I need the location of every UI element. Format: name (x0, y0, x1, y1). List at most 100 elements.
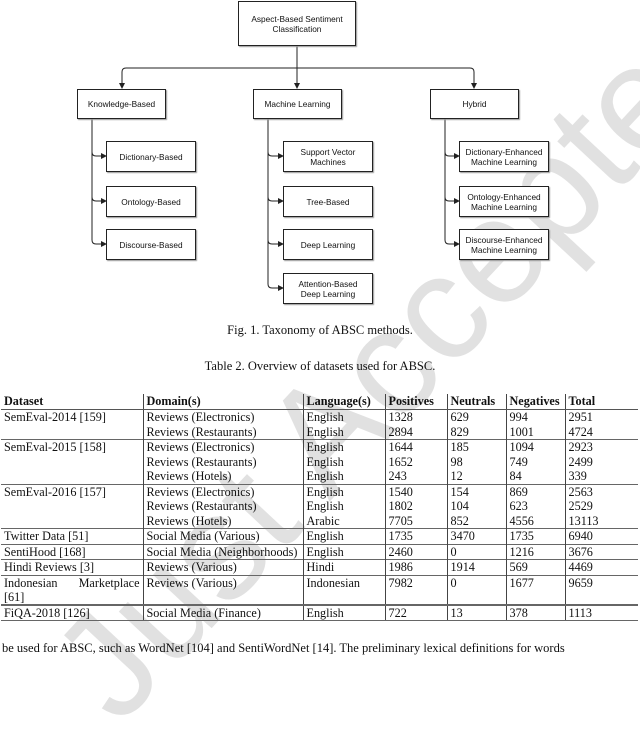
node-root: Aspect-Based Sentiment Classification (238, 1, 356, 46)
table-cell (1, 514, 143, 529)
table-cell: Reviews (Restaurants) (142, 424, 303, 440)
table-cell: 1216 (505, 543, 565, 560)
table-cell: Reviews (Electronics) (142, 439, 303, 455)
node-dictionary-based: Dictionary-Based (106, 141, 196, 172)
table-cell: 4724 (564, 424, 638, 440)
table-cell: SemEval-2015 [158] (1, 439, 143, 455)
table-cell: 1735 (505, 528, 565, 544)
table-cell: 569 (505, 559, 565, 575)
table-cell: 2951 (564, 409, 638, 425)
table-cell: FiQA-2018 [126] (1, 603, 143, 621)
table-cell: 2460 (384, 543, 447, 560)
table-cell: Social Media (Finance) (142, 603, 303, 621)
table-cell: 1914 (446, 559, 506, 575)
table-cell: English (302, 409, 385, 425)
column-header: Dataset (1, 394, 143, 410)
table-cell: 13 (446, 603, 506, 621)
table-cell: 2923 (564, 439, 638, 455)
table-cell: 12 (446, 469, 506, 484)
table-cell: English (302, 528, 385, 544)
table-cell: 13113 (564, 513, 638, 529)
table-cell: 4469 (564, 559, 638, 575)
table-cell: 2894 (384, 424, 447, 440)
table-row: SemEval-2015 [158]Reviews (Electronics)E… (1, 439, 638, 455)
table-cell: English (302, 439, 385, 455)
table-cell (1, 469, 143, 484)
node-attention-deep-learning: Attention-Based Deep Learning (283, 273, 373, 304)
table-cell: Reviews (Hotels) (142, 513, 303, 529)
table-row: Indonesian Marketplace [61]Reviews (Vari… (1, 574, 638, 605)
table-cell: 0 (446, 574, 506, 605)
table-cell: Reviews (Various) (142, 574, 303, 605)
table-row: SemEval-2014 [159] Reviews (Electronics)E… (1, 409, 638, 425)
table-cell: English (302, 469, 385, 484)
table-row: SentiHood [168]Social Media (Neighborhoo… (1, 543, 638, 560)
table-cell: 154 (446, 483, 506, 499)
node-ontology-enhanced-ml: Ontology-Enhanced Machine Learning (459, 186, 549, 217)
table-cell: 7982 (384, 574, 447, 605)
column-header: Positives (384, 394, 447, 410)
table-cell: 9659 (564, 574, 638, 605)
figure-caption: Fig. 1. Taxonomy of ABSC methods. (227, 323, 413, 337)
table-cell: 1540 (384, 483, 447, 499)
table-caption: Table 2. Overview of datasets used for A… (204, 359, 436, 373)
table-cell: 378 (505, 603, 565, 621)
table-cell: 2499 (564, 454, 638, 469)
table-row: SemEval-2016 [157]Reviews (Electronics)E… (1, 483, 638, 499)
table-cell: 1094 (505, 439, 565, 455)
table-cell: English (302, 454, 385, 469)
node-dictionary-enhanced-ml: Dictionary-Enhanced Machine Learning (459, 141, 549, 172)
column-header: Domain(s) (142, 394, 303, 410)
node-knowledge-based: Knowledge-Based (77, 89, 166, 119)
table-cell: 0 (446, 543, 506, 560)
table-cell: Reviews (Restaurants) (142, 499, 303, 514)
node-hybrid: Hybrid (430, 89, 519, 119)
table-cell: 869 (505, 483, 565, 499)
table-cell: 1328 (384, 409, 447, 425)
table-cell: Reviews (Electronics) (142, 409, 303, 425)
table-cell: SemEval-2014 [159] (4, 410, 106, 424)
table-cell (1, 455, 143, 470)
table-cell: 1735 (384, 528, 447, 544)
table-cell: 98 (446, 454, 506, 469)
table-cell: Hindi Reviews [3] (1, 559, 143, 575)
node-ontology-based: Ontology-Based (106, 186, 196, 217)
table-cell: 1652 (384, 454, 447, 469)
table-cell: 722 (384, 603, 447, 621)
table-cell: Reviews (Various) (142, 559, 303, 575)
table-cell: Indonesian Marketplace [61] (1, 574, 143, 605)
table-row: Twitter Data [51]Social Media (Various)E… (1, 528, 638, 544)
table-cell: 185 (446, 439, 506, 455)
table-cell: 4556 (505, 513, 565, 529)
table-cell: 1677 (505, 574, 565, 605)
table-cell: Reviews (Hotels) (142, 469, 303, 484)
table-cell: 3470 (446, 528, 506, 544)
table-cell: 1644 (384, 439, 447, 455)
node-deep-learning: Deep Learning (283, 229, 373, 260)
column-header: Language(s) (302, 394, 385, 410)
table-cell: 2563 (564, 483, 638, 499)
table-cell: 104 (446, 499, 506, 514)
node-discourse-based: Discourse-Based (106, 229, 196, 260)
table-cell: English (302, 603, 385, 621)
table-cell: Social Media (Neighborhoods) (142, 543, 303, 560)
table-cell: English (302, 499, 385, 514)
table-cell: 749 (505, 454, 565, 469)
node-discourse-enhanced-ml: Discourse-Enhanced Machine Learning (459, 229, 549, 260)
table-cell: Indonesian (302, 574, 385, 605)
table-cell: 829 (446, 424, 506, 440)
node-machine-learning: Machine Learning (253, 89, 342, 119)
diagram-connectors (91, 45, 477, 291)
table-cell: SemEval-2016 [157] (1, 483, 143, 499)
column-header: Total (564, 394, 638, 410)
table-cell: 339 (564, 469, 638, 484)
table-cell: English (302, 543, 385, 560)
table-cell (1, 425, 143, 440)
table-cell: 1113 (564, 603, 638, 621)
